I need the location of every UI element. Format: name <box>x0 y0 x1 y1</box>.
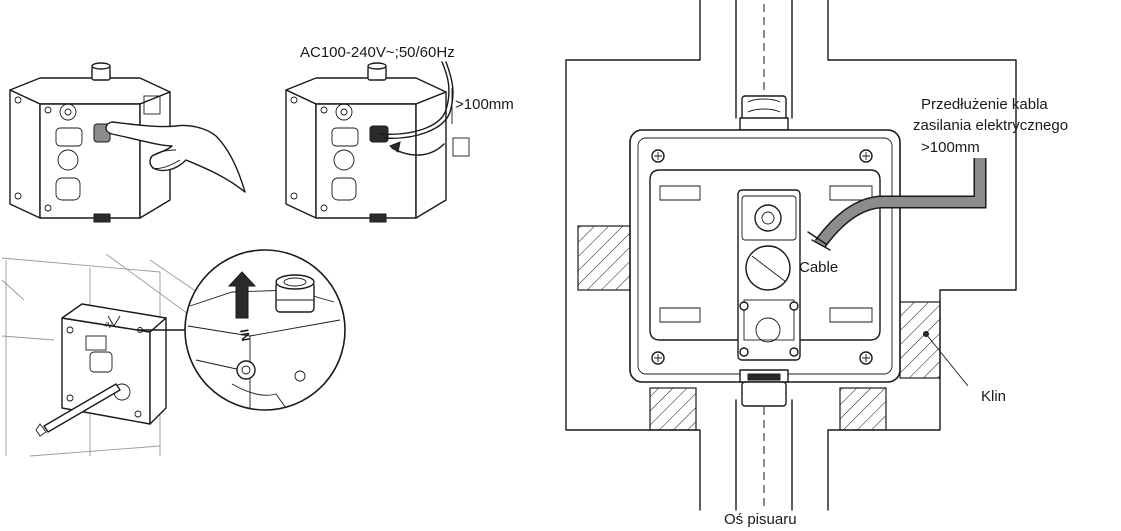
length-label: >100mm <box>455 96 514 113</box>
power-cable-b <box>379 61 450 135</box>
wedge-bottom-right <box>839 387 887 431</box>
in-mark-zoom: IN <box>237 328 253 342</box>
corner-screws <box>651 149 873 365</box>
step-checkbox-b <box>452 137 470 157</box>
zoom-detail: IN <box>184 249 346 411</box>
wedge-right <box>899 301 941 379</box>
wedge-leader <box>925 333 969 387</box>
extension-label-1: Przedłużenie kabla <box>921 96 1048 113</box>
pipe <box>735 0 793 511</box>
cable-label: Cable <box>799 259 838 276</box>
hand-icon <box>105 121 246 193</box>
in-mark-small: IN <box>103 321 112 330</box>
valve-box-a <box>9 62 171 223</box>
panel-box-cable: AC100-240V~;50/60Hz >100mm <box>285 44 514 223</box>
valve-box-c: IN <box>61 303 167 425</box>
panel-box-press <box>9 62 246 223</box>
valve-box-b <box>285 62 447 223</box>
extension-label-3: >100mm <box>921 139 980 156</box>
wedge-left <box>577 225 631 291</box>
installation-plan: Przedłużenie kabla zasilania elektryczne… <box>565 0 1068 528</box>
axis-label: Oś pisuaru <box>724 511 797 528</box>
panel-wall-insert: IN IN <box>1 249 346 457</box>
extension-label-2: zasilania elektrycznego <box>913 117 1068 134</box>
step-checkbox-a <box>143 95 161 115</box>
wedge-bottom-left <box>649 387 697 431</box>
screwdriver-icon <box>43 383 121 433</box>
up-arrow-icon <box>227 271 257 319</box>
voltage-label: AC100-240V~;50/60Hz <box>300 44 455 61</box>
wedge-label: Klin <box>981 388 1006 405</box>
